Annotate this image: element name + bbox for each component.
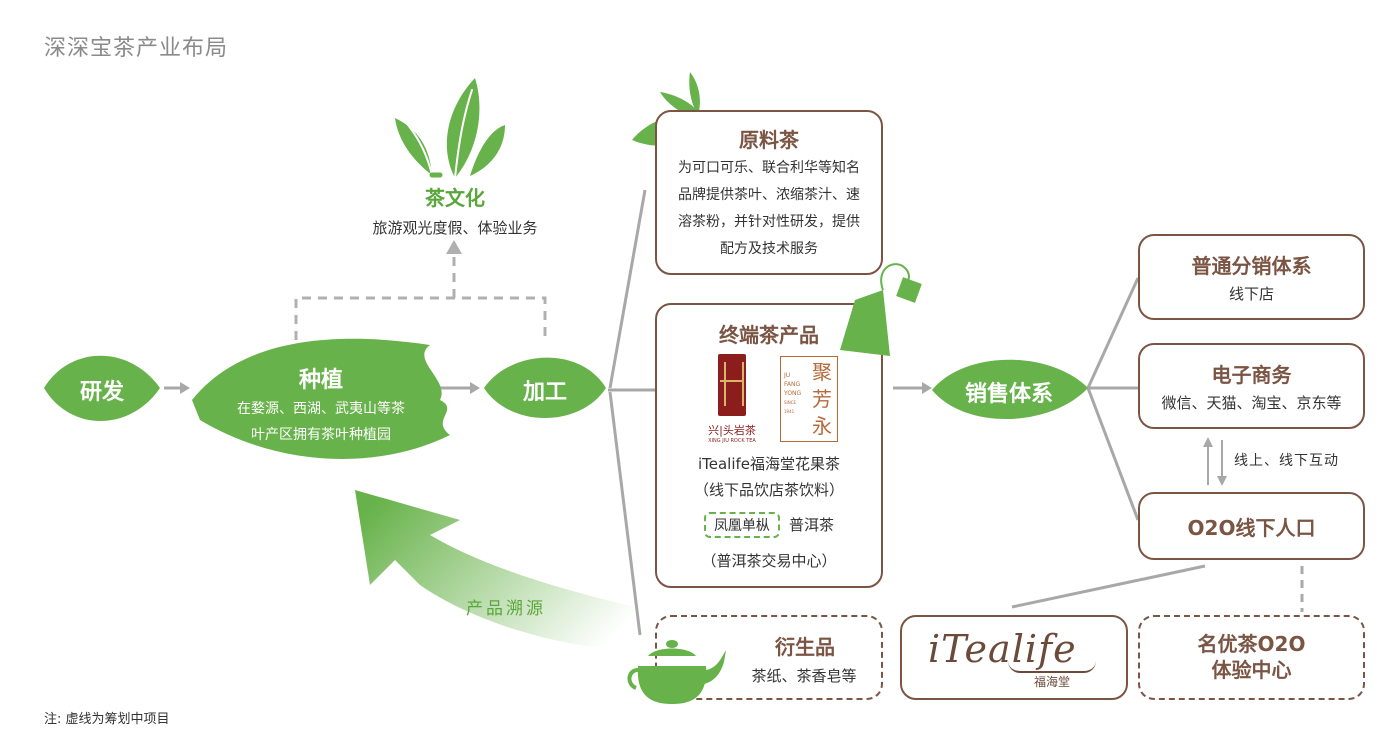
process-arrowheads bbox=[180, 382, 932, 394]
distribution-title: 普通分销体系 bbox=[1191, 254, 1312, 278]
interaction-label: 线上、线下互动 bbox=[1234, 453, 1339, 469]
processing-label: 加工 bbox=[522, 380, 567, 405]
sales-branches bbox=[1086, 277, 1140, 521]
planting-line2: 叶产区拥有茶叶种植园 bbox=[251, 427, 391, 443]
planting-leaf-shape bbox=[192, 338, 450, 459]
ecommerce-title: 电子商务 bbox=[1211, 363, 1292, 387]
famous-line1: 名优茶O2O bbox=[1197, 632, 1306, 656]
raw-tea-line: 品牌提供茶叶、浓缩茶汁、速 bbox=[678, 187, 860, 203]
sprout-icon bbox=[395, 78, 505, 179]
jufangyong-char: 芳 bbox=[812, 387, 832, 411]
culture-connector bbox=[294, 252, 547, 340]
xingjiu-caption: 兴|头岩茶 bbox=[708, 424, 756, 437]
jufangyong-en: FANG bbox=[784, 381, 801, 388]
raw-tea-title: 原料茶 bbox=[739, 128, 799, 152]
fenghuang-dashed-label: 凤凰单枞 bbox=[703, 512, 780, 538]
traceability-label: 产品溯源 bbox=[466, 599, 546, 619]
sales-label: 销售体系 bbox=[964, 382, 1053, 407]
distribution-text: 线下店 bbox=[1228, 285, 1274, 303]
distribution-box: 普通分销体系 线下店 bbox=[1138, 234, 1365, 320]
terminal-line4: （普洱茶交易中心） bbox=[701, 552, 837, 570]
o2o-box: O2O线下人口 bbox=[1138, 492, 1365, 560]
puer-label: 普洱茶 bbox=[789, 516, 835, 534]
ecommerce-text: 微信、天猫、淘宝、京东等 bbox=[1161, 394, 1342, 412]
page-title: 深深宝茶产业布局 bbox=[44, 36, 229, 61]
culture-subtitle: 旅游观光度假、体验业务 bbox=[372, 219, 538, 237]
itealife-logo: iTealife bbox=[928, 627, 1077, 671]
interaction-arrow-down bbox=[1217, 476, 1227, 486]
ecommerce-box: 电子商务 微信、天猫、淘宝、京东等 bbox=[1138, 343, 1365, 429]
traceability-arrow bbox=[355, 490, 640, 650]
planting-block: 种植 在婺源、西湖、武夷山等茶 叶产区拥有茶叶种植园 bbox=[196, 362, 446, 448]
raw-tea-line: 配方及技术服务 bbox=[720, 241, 818, 257]
jufangyong-char: 聚 bbox=[812, 360, 832, 384]
itealife-swash bbox=[1008, 661, 1096, 673]
terminal-line2: （线下品饮店茶饮料） bbox=[693, 481, 844, 499]
processing-leaf-shape bbox=[484, 357, 606, 418]
o2o-to-itealife-line bbox=[1011, 564, 1206, 609]
terminal-line3: 凤凰单枞 普洱茶 bbox=[655, 512, 883, 538]
jufangyong-char: 永 bbox=[812, 414, 832, 438]
culture-arrowhead bbox=[446, 240, 462, 254]
itealife-box: iTealife 福海堂 bbox=[900, 615, 1128, 700]
jufangyong-since: SINCE 1941 bbox=[784, 400, 797, 414]
jufangyong-en: JU bbox=[784, 372, 791, 379]
itealife-sub: 福海堂 bbox=[1034, 675, 1071, 689]
processing-branches bbox=[608, 189, 655, 636]
rnd-label: 研发 bbox=[79, 380, 124, 405]
raw-tea-line: 为可口可乐、联合利华等知名 bbox=[678, 160, 860, 176]
famous-line2: 体验中心 bbox=[1211, 658, 1292, 682]
o2o-title: O2O线下人口 bbox=[1187, 516, 1316, 540]
xingjiu-logo: 兴|头岩茶 XING JIU ROCK TEA bbox=[706, 354, 758, 444]
rnd-leaf-shape bbox=[44, 355, 160, 421]
derivative-title: 衍生品 bbox=[775, 635, 835, 659]
raw-tea-line: 溶茶粉，并针对性研发，提供 bbox=[678, 214, 860, 230]
planting-title: 种植 bbox=[298, 368, 343, 393]
terminal-title: 终端茶产品 bbox=[719, 323, 819, 347]
footnote: 注: 虚线为筹划中项目 bbox=[44, 712, 170, 727]
derivative-text: 茶纸、茶香皂等 bbox=[751, 667, 857, 685]
sales-leaf-shape bbox=[932, 359, 1088, 420]
raw-tea-box: 原料茶 为可口可乐、联合利华等知名 品牌提供茶叶、浓缩茶汁、速 溶茶粉，并针对性… bbox=[655, 110, 883, 275]
xingjiu-sub: XING JIU ROCK TEA bbox=[708, 438, 756, 444]
teabag-icon bbox=[840, 263, 922, 356]
interaction-arrow-up bbox=[1203, 437, 1213, 447]
interaction-arrows bbox=[1207, 440, 1223, 485]
famous-tea-box: 名优茶O2O 体验中心 bbox=[1138, 615, 1365, 700]
culture-title: 茶文化 bbox=[425, 186, 485, 210]
culture-block: 茶文化 旅游观光度假、体验业务 bbox=[340, 182, 570, 238]
jufangyong-en: YONG bbox=[784, 390, 802, 397]
planting-line1: 在婺源、西湖、武夷山等茶 bbox=[237, 401, 405, 417]
terminal-line1: iTealife福海堂花果茶 bbox=[697, 455, 841, 473]
jufangyong-logo: JU FANG YONG SINCE 1941 聚 芳 永 bbox=[780, 356, 838, 442]
teapot-icon bbox=[627, 640, 726, 704]
